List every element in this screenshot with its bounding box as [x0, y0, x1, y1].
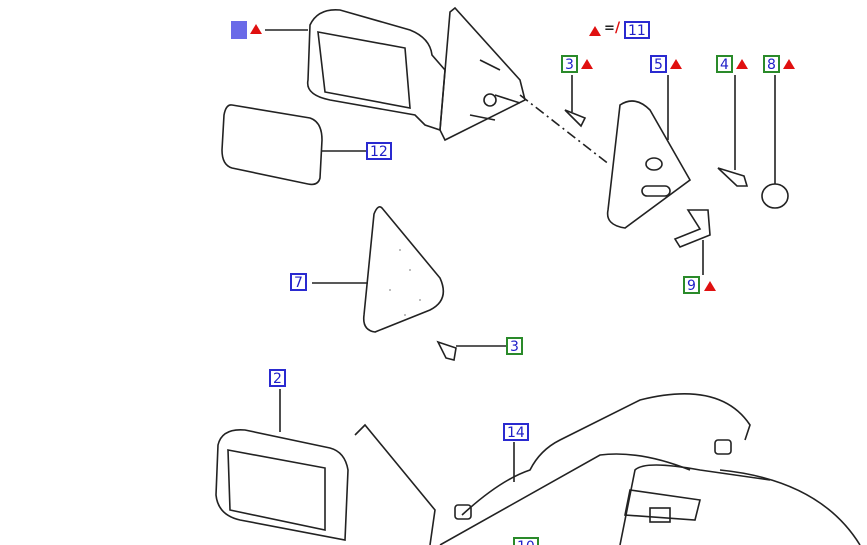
callout-8[interactable]: 8 — [763, 55, 780, 73]
callout-4[interactable]: 4 — [716, 55, 733, 73]
warning-icon — [589, 26, 601, 36]
legend-slash-icon: / — [615, 20, 621, 36]
callout-7[interactable]: 7 — [290, 273, 307, 291]
callout-3[interactable]: 3 — [561, 55, 578, 73]
callout-12[interactable]: 12 — [366, 142, 392, 160]
callout-2[interactable]: 2 — [269, 369, 286, 387]
callout-5[interactable]: 5 — [650, 55, 667, 73]
mirror-assembly-1 — [306, 6, 526, 142]
callout-9[interactable]: 9 — [683, 276, 700, 294]
warning-icon — [704, 281, 716, 291]
callout-3-lower[interactable]: 3 — [506, 337, 523, 355]
callout-1[interactable]: 1 — [231, 21, 247, 39]
warning-icon — [581, 59, 593, 69]
warning-icon — [250, 24, 262, 34]
callout-10[interactable]: 10 — [513, 537, 539, 545]
legend-equals: = — [604, 21, 615, 36]
warning-icon — [783, 59, 795, 69]
warning-icon — [670, 59, 682, 69]
legend-ref-11[interactable]: 11 — [624, 21, 650, 39]
callout-14[interactable]: 14 — [503, 423, 529, 441]
warning-icon — [736, 59, 748, 69]
